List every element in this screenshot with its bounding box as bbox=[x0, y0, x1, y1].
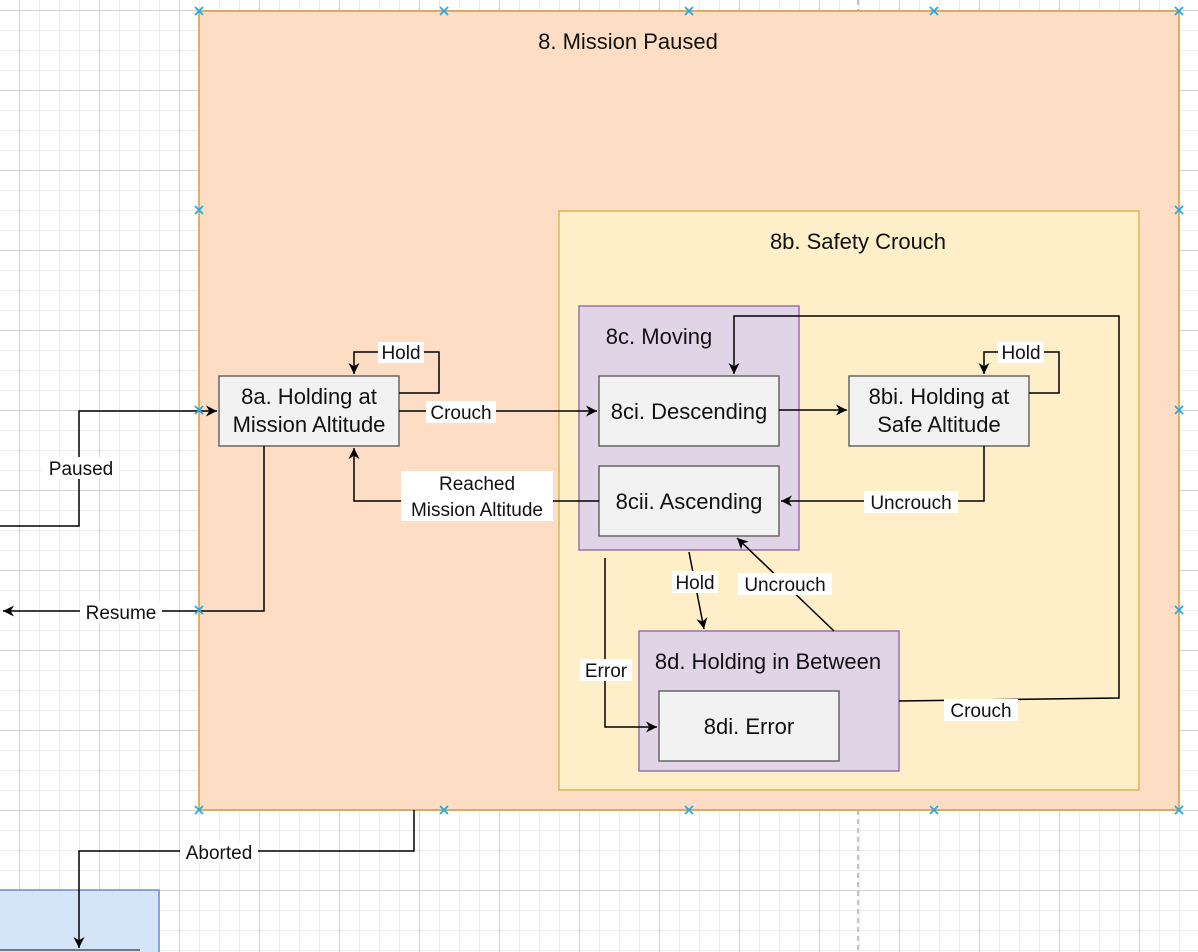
state-8di-label: 8di. Error bbox=[704, 714, 794, 739]
edge-label-resume: Resume bbox=[86, 603, 157, 624]
edge-label-uncrouch-8d: Uncrouch bbox=[744, 575, 825, 596]
label-bg bbox=[998, 342, 1044, 363]
selection-handles bbox=[194, 6, 1184, 815]
label-bg bbox=[43, 457, 119, 479]
moving-title: 8c. Moving bbox=[606, 324, 712, 349]
label-bg bbox=[672, 571, 718, 593]
selection-handle[interactable] bbox=[929, 6, 939, 16]
edge-label-reached-line1: Reached bbox=[439, 474, 515, 495]
state-8cii-label: 8cii. Ascending bbox=[616, 489, 763, 514]
edge-8d-crouch-to-8ci[interactable] bbox=[728, 315, 1120, 702]
selection-handle[interactable] bbox=[194, 205, 204, 215]
label-bg bbox=[180, 841, 258, 863]
state-8a-label-line1: 8a. Holding at bbox=[241, 384, 377, 409]
edge-8a-hold-self[interactable] bbox=[348, 351, 440, 394]
holding-between-title: 8d. Holding in Between bbox=[655, 649, 881, 674]
label-bg bbox=[80, 601, 162, 623]
label-bg bbox=[738, 573, 832, 595]
edge-8bi-uncrouch-to-8cii[interactable] bbox=[781, 446, 985, 507]
selection-handle[interactable] bbox=[1174, 405, 1184, 415]
selection-handle[interactable] bbox=[684, 6, 694, 16]
label-bg bbox=[426, 401, 496, 423]
selection-handle[interactable] bbox=[194, 405, 204, 415]
selection-handle[interactable] bbox=[439, 6, 449, 16]
state-8cii-ascending[interactable] bbox=[598, 465, 780, 537]
label-bg bbox=[378, 342, 424, 363]
edge-label-hold-8bi: Hold bbox=[1001, 343, 1040, 364]
edge-label-paused: Paused bbox=[49, 459, 113, 480]
state-8bi-label-line1: 8bi. Holding at bbox=[869, 384, 1010, 409]
selection-handle[interactable] bbox=[1174, 205, 1184, 215]
state-8di-error[interactable] bbox=[658, 690, 840, 762]
state-8bi-label-line2: Safe Altitude bbox=[877, 412, 1001, 437]
label-bg bbox=[401, 471, 553, 521]
selection-handle[interactable] bbox=[439, 805, 449, 815]
safety-crouch-title: 8b. Safety Crouch bbox=[770, 229, 946, 254]
edge-error-to-8di[interactable] bbox=[604, 558, 657, 733]
label-bg bbox=[944, 699, 1018, 721]
selection-handle[interactable] bbox=[929, 805, 939, 815]
selection-handle[interactable] bbox=[194, 6, 204, 16]
selection-handle[interactable] bbox=[1174, 605, 1184, 615]
edge-label-uncrouch-8bi: Uncrouch bbox=[870, 493, 951, 514]
selection-handle[interactable] bbox=[194, 805, 204, 815]
state-8ci-descending[interactable] bbox=[598, 375, 780, 447]
label-bg bbox=[580, 659, 632, 681]
state-8a-holding-mission-altitude[interactable] bbox=[218, 375, 400, 447]
state-8a-label-line2: Mission Altitude bbox=[233, 412, 386, 437]
selection-handle[interactable] bbox=[1174, 805, 1184, 815]
label-bg bbox=[864, 491, 958, 513]
selection-handle[interactable] bbox=[1174, 6, 1184, 16]
selection-handle[interactable] bbox=[194, 605, 204, 615]
edge-label-reached-line2: Mission Altitude bbox=[411, 500, 543, 521]
edge-8bi-hold-self[interactable] bbox=[978, 351, 1060, 394]
edge-label-hold-8d: Hold bbox=[675, 573, 714, 594]
state-8ci-label: 8ci. Descending bbox=[611, 399, 768, 424]
edge-label-aborted: Aborted bbox=[186, 843, 253, 864]
edge-label-hold-8a: Hold bbox=[381, 343, 420, 364]
state-8bi-holding-safe-altitude[interactable] bbox=[848, 375, 1030, 447]
edge-label-crouch-8d: Crouch bbox=[950, 701, 1011, 722]
mission-paused-title: 8. Mission Paused bbox=[538, 29, 718, 54]
selection-handle[interactable] bbox=[684, 805, 694, 815]
edge-label-crouch-8a: Crouch bbox=[430, 403, 491, 424]
edge-label-error: Error bbox=[585, 661, 628, 682]
